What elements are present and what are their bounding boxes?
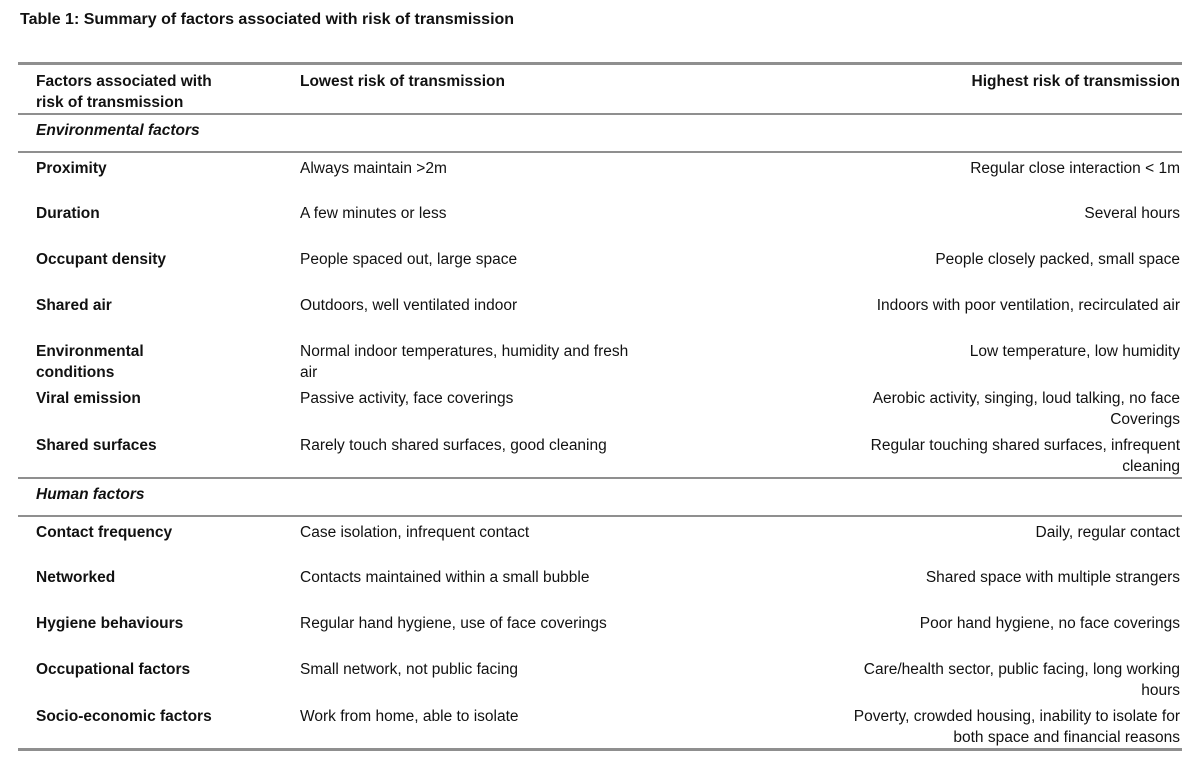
lowest-risk-cell: Always maintain >2m <box>300 160 447 177</box>
factor-name: Shared air <box>36 297 112 314</box>
column-header-highest-risk: Highest risk of transmission <box>720 62 1182 115</box>
highest-risk-cell: Poor hand hygiene, no face coverings <box>919 615 1180 632</box>
lowest-risk-cell: Outdoors, well ventilated indoor <box>300 297 518 314</box>
table-row-networked: Networked Contacts maintained within a s… <box>18 562 1182 608</box>
column-header-factors: Factors associated with risk of transmis… <box>18 62 300 115</box>
section-environmental-factors: Environmental factors Proximity Always m… <box>18 114 1182 478</box>
factor-name: Shared surfaces <box>36 437 157 454</box>
table-row-environmental-conditions: Environmental conditions Normal indoor t… <box>18 336 1182 383</box>
table-header-row: Factors associated with risk of transmis… <box>18 62 1182 115</box>
factor-name: Socio-economic factors <box>18 701 300 751</box>
factor-name: Occupational factors <box>36 661 191 678</box>
lowest-risk-cell: Contacts maintained within a small bubbl… <box>300 569 590 586</box>
factor-name: Contact frequency <box>36 524 173 541</box>
lowest-risk-cell: People spaced out, large space <box>300 251 518 268</box>
factor-name: Hygiene behaviours <box>36 615 184 632</box>
factor-name: Networked <box>36 569 116 586</box>
table-row-duration: Duration A few minutes or less Several h… <box>18 198 1182 244</box>
table-title: Table 1: Summary of factors associated w… <box>20 11 515 28</box>
factor-name: Occupant density <box>36 251 167 268</box>
highest-risk-cell: Low temperature, low humidity <box>969 343 1180 360</box>
highest-risk-cell: Aerobic activity, singing, loud talking,… <box>872 390 1180 428</box>
section-header-row: Human factors <box>18 477 1182 517</box>
table-row-occupant-density: Occupant density People spaced out, larg… <box>18 244 1182 290</box>
factor-name: Environmental conditions <box>36 343 144 381</box>
table-row-shared-surfaces: Shared surfaces Rarely touch shared surf… <box>18 430 1182 478</box>
risk-factors-table: Factors associated with risk of transmis… <box>18 62 1182 751</box>
highest-risk-cell: Regular touching shared surfaces, infreq… <box>870 437 1180 475</box>
lowest-risk-cell: Work from home, able to isolate <box>300 701 720 751</box>
table-row-hygiene-behaviours: Hygiene behaviours Regular hand hygiene,… <box>18 608 1182 654</box>
highest-risk-cell: Several hours <box>1084 205 1180 222</box>
highest-risk-cell: Regular close interaction < 1m <box>970 160 1180 177</box>
table-row-socio-economic-factors: Socio-economic factors Work from home, a… <box>18 701 1182 751</box>
lowest-risk-cell: Rarely touch shared surfaces, good clean… <box>300 437 607 454</box>
table-head: Factors associated with risk of transmis… <box>18 62 1182 115</box>
highest-risk-cell: Poverty, crowded housing, inability to i… <box>720 701 1182 751</box>
table-row-occupational-factors: Occupational factors Small network, not … <box>18 654 1182 701</box>
lowest-risk-cell: Case isolation, infrequent contact <box>300 524 530 541</box>
lowest-risk-cell: Regular hand hygiene, use of face coveri… <box>300 615 607 632</box>
factor-name: Proximity <box>36 160 107 177</box>
factor-name: Duration <box>36 205 100 222</box>
column-header-lowest-risk: Lowest risk of transmission <box>300 62 720 115</box>
lowest-risk-cell: Passive activity, face coverings <box>300 390 514 407</box>
highest-risk-cell: Daily, regular contact <box>1035 524 1180 541</box>
lowest-risk-cell: Small network, not public facing <box>300 661 518 678</box>
table-row-contact-frequency: Contact frequency Case isolation, infreq… <box>18 516 1182 562</box>
lowest-risk-cell: A few minutes or less <box>300 205 447 222</box>
highest-risk-cell: Shared space with multiple strangers <box>925 569 1180 586</box>
highest-risk-cell: Indoors with poor ventilation, recircula… <box>876 297 1180 314</box>
section-label: Environmental factors <box>18 114 1182 153</box>
table-row-proximity: Proximity Always maintain >2m Regular cl… <box>18 152 1182 198</box>
table-row-viral-emission: Viral emission Passive activity, face co… <box>18 383 1182 430</box>
section-header-row: Environmental factors <box>18 114 1182 153</box>
table-row-shared-air: Shared air Outdoors, well ventilated ind… <box>18 290 1182 336</box>
lowest-risk-cell: Normal indoor temperatures, humidity and… <box>300 343 629 381</box>
highest-risk-cell: People closely packed, small space <box>935 251 1180 268</box>
section-human-factors: Human factors Contact frequency Case iso… <box>18 477 1182 751</box>
factor-name: Viral emission <box>36 390 141 407</box>
section-label: Human factors <box>18 477 1182 517</box>
highest-risk-cell: Care/health sector, public facing, long … <box>863 661 1180 699</box>
